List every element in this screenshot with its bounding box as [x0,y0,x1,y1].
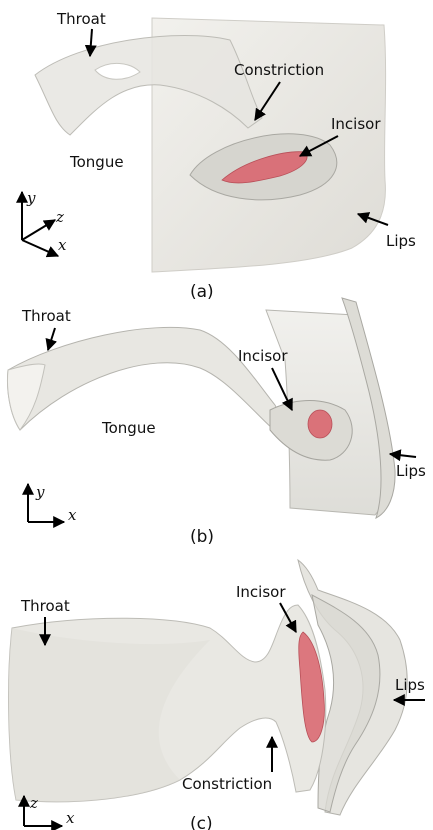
panel-b-label-throat: Throat [21,307,71,325]
panel-b-label-lips: Lips [396,462,426,480]
panel-c-label-lips: Lips [395,676,425,694]
panel-a-caption: (a) [190,282,214,302]
panel-a-axis-x-arrow [22,240,58,256]
panel-b-incisor [308,410,332,438]
panel-b-label-incisor: Incisor [238,347,288,365]
panel-a: Throat Constriction Incisor Tongue Lips … [22,10,416,302]
panel-c-axis-z-label: z [29,794,38,812]
panel-a-axis-x-label: x [58,236,67,254]
panel-c: Throat Incisor Constriction Lips z x (c) [9,560,426,830]
panel-a-axis-z-arrow [22,220,55,240]
panel-a-axes: y z x [22,189,67,256]
panel-b-axes: y x [28,483,77,524]
panel-a-axis-y-label: y [26,189,36,207]
panel-b-arrow-throat [48,328,55,350]
panel-c-label-constriction: Constriction [182,775,272,793]
panel-c-label-throat: Throat [20,597,70,615]
panel-a-axis-z-label: z [55,208,64,226]
panel-b-arrow-lips [390,454,416,457]
panel-a-label-throat: Throat [56,10,106,28]
panel-c-axis-x-label: x [66,809,75,827]
panel-b-label-tongue: Tongue [101,419,156,437]
panel-b: Throat Incisor Tongue Lips y x (b) [8,298,427,547]
panel-a-label-lips: Lips [386,232,416,250]
panel-c-caption: (c) [190,814,213,830]
panel-b-caption: (b) [190,527,214,547]
panel-a-label-constriction: Constriction [234,61,324,79]
panel-b-axis-y-label: y [35,483,45,501]
panel-b-axis-x-label: x [68,506,77,524]
panel-a-label-tongue: Tongue [69,153,124,171]
panel-c-label-incisor: Incisor [236,583,286,601]
panel-a-label-incisor: Incisor [331,115,381,133]
